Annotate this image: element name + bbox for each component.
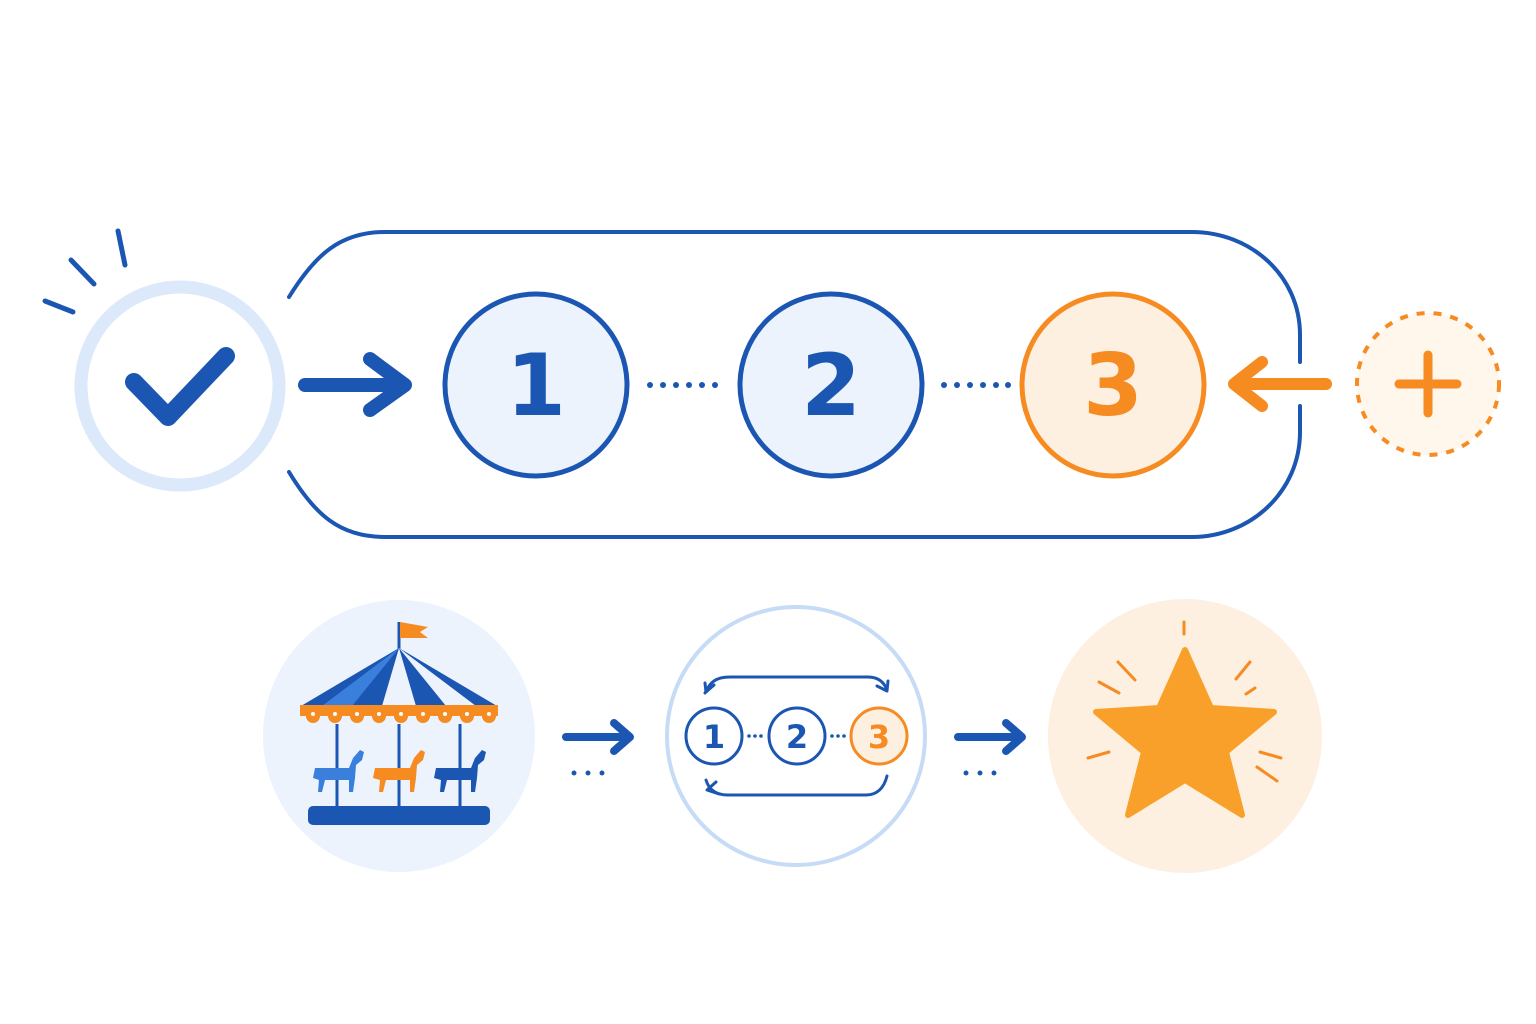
step-1-label: 1 bbox=[506, 336, 566, 436]
svg-text:2: 2 bbox=[786, 718, 808, 756]
carousel-icon bbox=[300, 622, 498, 825]
add-step-circle bbox=[1355, 311, 1501, 457]
loop-outline bbox=[287, 230, 1302, 539]
plus-icon bbox=[1394, 350, 1462, 418]
dotted-connector bbox=[647, 382, 718, 388]
step-3-label: 3 bbox=[1083, 336, 1143, 436]
svg-text:1: 1 bbox=[703, 718, 725, 756]
check-circle bbox=[74, 280, 286, 492]
dotted-connector bbox=[941, 382, 1011, 388]
carousel-circle bbox=[263, 600, 535, 872]
loop-icon bbox=[703, 675, 890, 797]
arrow-right-icon bbox=[954, 719, 1026, 755]
svg-text:3: 3 bbox=[868, 718, 890, 756]
star-circle bbox=[1048, 599, 1322, 873]
sparkle-rays bbox=[42, 228, 128, 315]
step-3: 3 bbox=[1019, 291, 1207, 479]
step-1: 1 bbox=[442, 291, 630, 479]
arrow-right-icon bbox=[298, 352, 412, 417]
arrow-left-icon bbox=[1228, 356, 1332, 412]
step-2-label: 2 bbox=[801, 336, 861, 436]
step-2: 2 bbox=[737, 291, 925, 479]
check-icon bbox=[125, 347, 235, 426]
loop-circle: 1 2 3 bbox=[665, 605, 927, 867]
ellipsis-icon bbox=[963, 770, 997, 776]
ellipsis-icon bbox=[571, 770, 605, 776]
star-sparkle-rays bbox=[1086, 620, 1283, 783]
arrow-right-icon bbox=[562, 719, 634, 755]
star-icon bbox=[1093, 647, 1277, 818]
